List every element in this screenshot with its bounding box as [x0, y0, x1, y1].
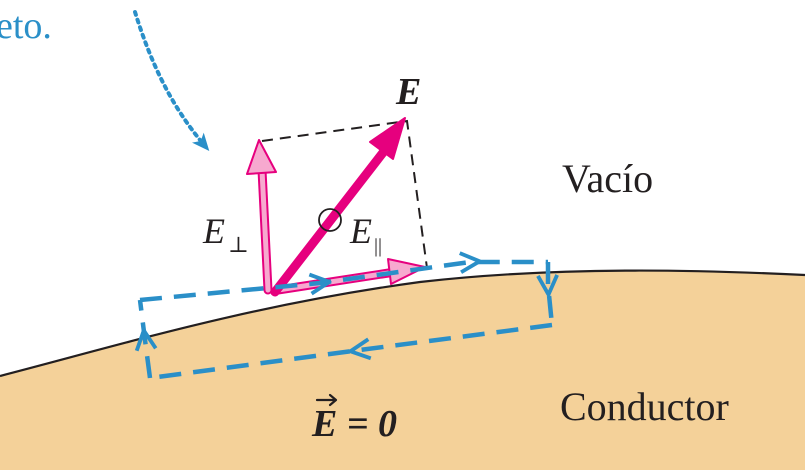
conductor-label: Conductor	[560, 384, 729, 429]
electric-field-vector	[270, 117, 406, 297]
zero-field-text: E = 0	[311, 403, 397, 445]
loop-left-segment	[134, 299, 158, 379]
perpendicular-component-arrow	[246, 139, 277, 295]
closed-integration-path	[134, 251, 559, 381]
vector-arrow-icon	[315, 393, 338, 407]
angle-indicator	[318, 208, 342, 232]
conductor-region	[0, 270, 805, 470]
perpendicular-label: E ⊥	[202, 211, 249, 257]
parallel-label: E ||	[349, 211, 382, 257]
parallel-label-subscript: ||	[374, 235, 382, 257]
perpendicular-label-base: E	[202, 211, 225, 251]
loop-top-segment	[139, 251, 548, 303]
parallel-label-base: E	[349, 211, 372, 251]
loop-right-segment	[536, 262, 559, 326]
caption-fragment: eto.	[0, 5, 52, 47]
caption-pointer-arrow	[133, 10, 210, 152]
field-label: E	[395, 71, 421, 113]
component-parallelogram	[261, 119, 428, 269]
zero-field-label: E = 0	[311, 393, 397, 445]
vacuum-label: Vacío	[562, 156, 653, 201]
perpendicular-label-subscript: ⊥	[228, 232, 249, 257]
